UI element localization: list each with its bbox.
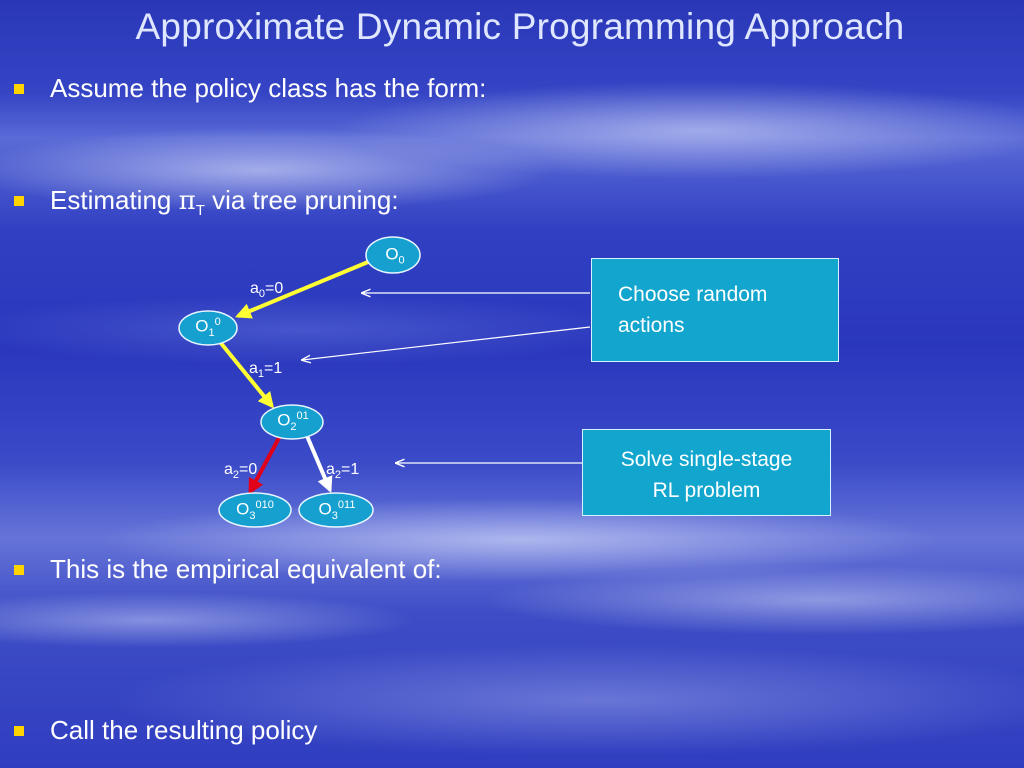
edge-value: =0	[265, 280, 284, 297]
node-subscript: 3	[331, 510, 338, 523]
bullet-estimating: Estimating πT via tree pruning:	[50, 185, 399, 219]
edge-subscript: 2	[334, 469, 342, 482]
bullet-marker	[14, 726, 24, 736]
bullet-policy-class: Assume the policy class has the form:	[50, 73, 487, 103]
node-label-o0: O0	[385, 245, 404, 266]
callout-line: RL problem	[652, 479, 761, 502]
node-base: O	[195, 316, 209, 336]
slide-title: Approximate Dynamic Programming Approach	[135, 6, 905, 47]
edge-label-a0: a0=0	[250, 280, 283, 300]
edge-value: =1	[264, 360, 283, 377]
node-label-o3-010: O3010	[236, 498, 274, 523]
node-label-o1: O10	[195, 315, 221, 340]
tree-node-o2	[260, 404, 324, 440]
node-label-o2: O201	[277, 409, 309, 434]
edge-label-a2-1: a2=1	[326, 461, 359, 481]
tree-node-o3-011	[298, 492, 374, 528]
bullet-estimating-suffix: via tree pruning:	[204, 185, 399, 215]
bullet-marker	[14, 565, 24, 575]
bullet-marker	[14, 196, 24, 206]
edge-var: a	[249, 360, 258, 377]
bullet-marker	[14, 84, 24, 94]
node-subscript: 1	[208, 327, 215, 340]
node-superscript: 0	[214, 315, 221, 328]
callout-line: actions	[618, 314, 685, 337]
edge-subscript: 1	[257, 368, 265, 381]
edge-a2-0	[248, 435, 282, 495]
pi-subscript: T	[195, 202, 205, 220]
bullet-empirical-equivalent: This is the empirical equivalent of:	[50, 554, 442, 584]
edge-var: a	[326, 461, 335, 478]
node-superscript: 011	[337, 498, 356, 511]
node-superscript: 010	[255, 498, 274, 511]
node-base: O	[277, 410, 291, 430]
node-subscript: 3	[249, 510, 256, 523]
edge-value: =0	[239, 461, 258, 478]
callout-solve-single-stage: Solve single-stage RL problem	[582, 429, 831, 516]
callout-choose-random-actions: Choose random actions	[591, 258, 839, 362]
node-superscript: 01	[296, 409, 309, 422]
edge-label-a2-0: a2=0	[224, 461, 257, 481]
pointer-arrow	[302, 326, 591, 360]
bullet-resulting-policy: Call the resulting policy	[50, 715, 318, 745]
edge-a2-1	[305, 435, 333, 493]
pi-symbol: π	[178, 186, 196, 216]
node-subscript: 2	[290, 421, 297, 434]
node-base: O	[318, 499, 332, 519]
tree-node-o1	[178, 310, 238, 346]
edge-a1	[218, 340, 275, 409]
node-base: O	[236, 499, 250, 519]
callout-line: Solve single-stage	[620, 448, 793, 471]
edge-subscript: 0	[258, 288, 266, 301]
edge-a0	[235, 260, 369, 319]
callout-line: Choose random	[618, 283, 768, 306]
edge-subscript: 2	[232, 469, 240, 482]
tree-node-o0	[365, 236, 421, 274]
node-subscript: 0	[398, 254, 405, 267]
node-label-o3-011: O3011	[318, 498, 356, 523]
edge-var: a	[224, 461, 233, 478]
node-base: O	[385, 244, 399, 264]
edge-label-a1: a1=1	[249, 360, 282, 380]
tree-node-o3-010	[218, 492, 292, 528]
edge-value: =1	[341, 461, 360, 478]
edge-var: a	[250, 280, 259, 297]
bullet-estimating-prefix: Estimating	[50, 185, 179, 215]
